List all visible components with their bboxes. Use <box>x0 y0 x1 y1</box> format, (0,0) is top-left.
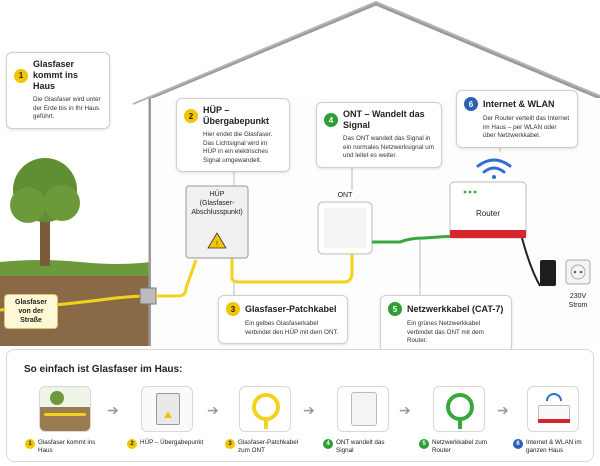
power-cable <box>521 237 541 287</box>
summary-badge: 4 <box>323 439 333 449</box>
arrow-right-icon: ➔ <box>497 402 509 418</box>
street-fiber-label: Glasfaser von der Straße <box>4 294 58 329</box>
callout-netzwerkkabel: 5 Netzwerkkabel (CAT-7) Ein grünes Netzw… <box>380 295 512 353</box>
power-label: 230V Strom <box>568 293 588 309</box>
callout-title: Netzwerkkabel (CAT-7) <box>407 303 504 314</box>
arrow-right-icon: ➔ <box>207 402 219 418</box>
step-badge-2: 2 <box>184 109 198 123</box>
callout-description: Ein grünes Netzwerkkabel verbindet das O… <box>407 320 484 345</box>
summary-badge: 1 <box>25 439 35 449</box>
callout-description: Ein gelbes Glasfaserkabel verbindet den … <box>245 320 339 336</box>
summary-label: Glasfaser-Patchkabel zum ONT <box>238 439 299 454</box>
summary-label: Glasfaser kommt ins Haus <box>38 439 96 454</box>
callout-glasfaser-kommt: 1 Glasfaser kommt ins Haus Die Glasfaser… <box>6 52 110 129</box>
step-badge-5: 5 <box>388 302 402 316</box>
arrow-right-icon: ➔ <box>303 402 315 418</box>
callout-description: Der Router verteilt das Internet im Haus… <box>483 115 570 140</box>
summary-badge: 6 <box>513 439 523 449</box>
ont-device-icon <box>317 201 373 255</box>
tree-icon <box>10 158 80 266</box>
patch-cable-yellow <box>230 254 354 284</box>
huep-box-icon: ! <box>185 185 249 259</box>
summary-label: Netzwerkkabel zum Router <box>432 439 487 454</box>
house-outline <box>132 0 600 346</box>
wall-entry-box <box>139 287 157 305</box>
summary-title: So einfach ist Glasfaser im Haus: <box>24 364 183 375</box>
callout-title: Glasfaser kommt ins Haus <box>33 59 79 91</box>
summary-badge: 3 <box>225 439 235 449</box>
summary-label: HÜP – Übergabepunkt <box>140 439 204 446</box>
yellow-cable-icon <box>239 386 291 432</box>
callout-title: HÜP – Übergabepunkt <box>203 105 270 126</box>
huep-box-icon <box>141 386 193 432</box>
summary-label: Internet & WLAN im ganzen Haus <box>526 439 582 454</box>
power-socket-icon <box>565 259 591 285</box>
power-adapter-icon <box>540 260 556 286</box>
street-fiber-text: Glasfaser von der Straße <box>15 299 47 324</box>
summary-badge: 2 <box>127 439 137 449</box>
arrow-right-icon: ➔ <box>399 402 411 418</box>
huep-label: HÜP (Glasfaser- Abschlusspunkt) <box>191 191 243 216</box>
summary-label: ONT wandelt das Signal <box>336 439 385 454</box>
step-badge-3: 3 <box>226 302 240 316</box>
step-badge-4: 4 <box>324 113 338 127</box>
step-badge-6: 6 <box>464 97 478 111</box>
wifi-icon <box>476 158 512 179</box>
ont-label: ONT <box>337 192 353 199</box>
svg-text:!: ! <box>216 241 218 248</box>
ont-device-icon <box>337 386 389 432</box>
callout-description: Das ONT wandelt das Signal in ein normal… <box>343 135 434 160</box>
callout-ont: 4 ONT – Wandelt das Signal Das ONT wande… <box>316 102 442 168</box>
arrow-right-icon: ➔ <box>107 402 119 418</box>
ground-fiber-icon <box>39 386 91 432</box>
callout-description: Die Glasfaser wird unter der Erde bis in… <box>33 96 101 121</box>
fiber-to-huep <box>156 259 198 298</box>
callout-description: Hier endet die Glasfaser. Das Lichtsigna… <box>203 131 273 164</box>
callout-title: ONT – Wandelt das Signal <box>343 109 425 130</box>
router-label: Router <box>475 209 500 218</box>
network-cable-green <box>372 234 455 244</box>
step-badge-1: 1 <box>14 68 28 83</box>
callout-title: Internet & WLAN <box>483 98 555 109</box>
green-cable-icon <box>433 386 485 432</box>
callout-title: Glasfaser-Patchkabel <box>245 303 337 314</box>
grass <box>0 260 150 276</box>
callout-patchkabel: 3 Glasfaser-Patchkabel Ein gelbes Glasfa… <box>218 295 348 345</box>
summary-badge: 5 <box>419 439 429 449</box>
callout-internet-wlan: 6 Internet & WLAN Der Router verteilt da… <box>456 90 578 148</box>
router-wifi-icon <box>527 386 579 432</box>
router-icon <box>449 181 527 239</box>
callout-huep: 2 HÜP – Übergabepunkt Hier endet die Gla… <box>176 98 290 173</box>
